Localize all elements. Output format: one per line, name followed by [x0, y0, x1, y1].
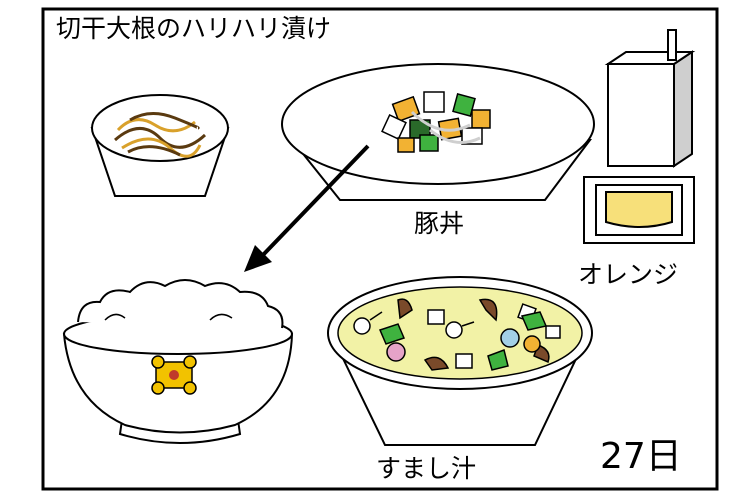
fruit-label: オレンジ	[578, 260, 679, 289]
soup-label: すまし汁	[376, 454, 477, 483]
salad-bowl-icon	[90, 94, 230, 197]
donburi-bowl-icon	[281, 63, 595, 201]
bear-emblem-icon	[151, 355, 197, 395]
date-label: 27日	[600, 436, 682, 477]
orange-icon	[583, 176, 695, 244]
rice-bowl-icon	[62, 279, 294, 444]
arrow-icon	[244, 144, 370, 272]
menu-title: 切干大根のハリハリ漬け	[56, 14, 332, 43]
milk-carton-icon	[604, 29, 696, 168]
soup-bowl-icon	[327, 276, 593, 446]
noodle-icon	[114, 112, 207, 158]
donburi-topping-icon	[381, 91, 491, 153]
main-dish-label: 豚丼	[414, 209, 465, 238]
